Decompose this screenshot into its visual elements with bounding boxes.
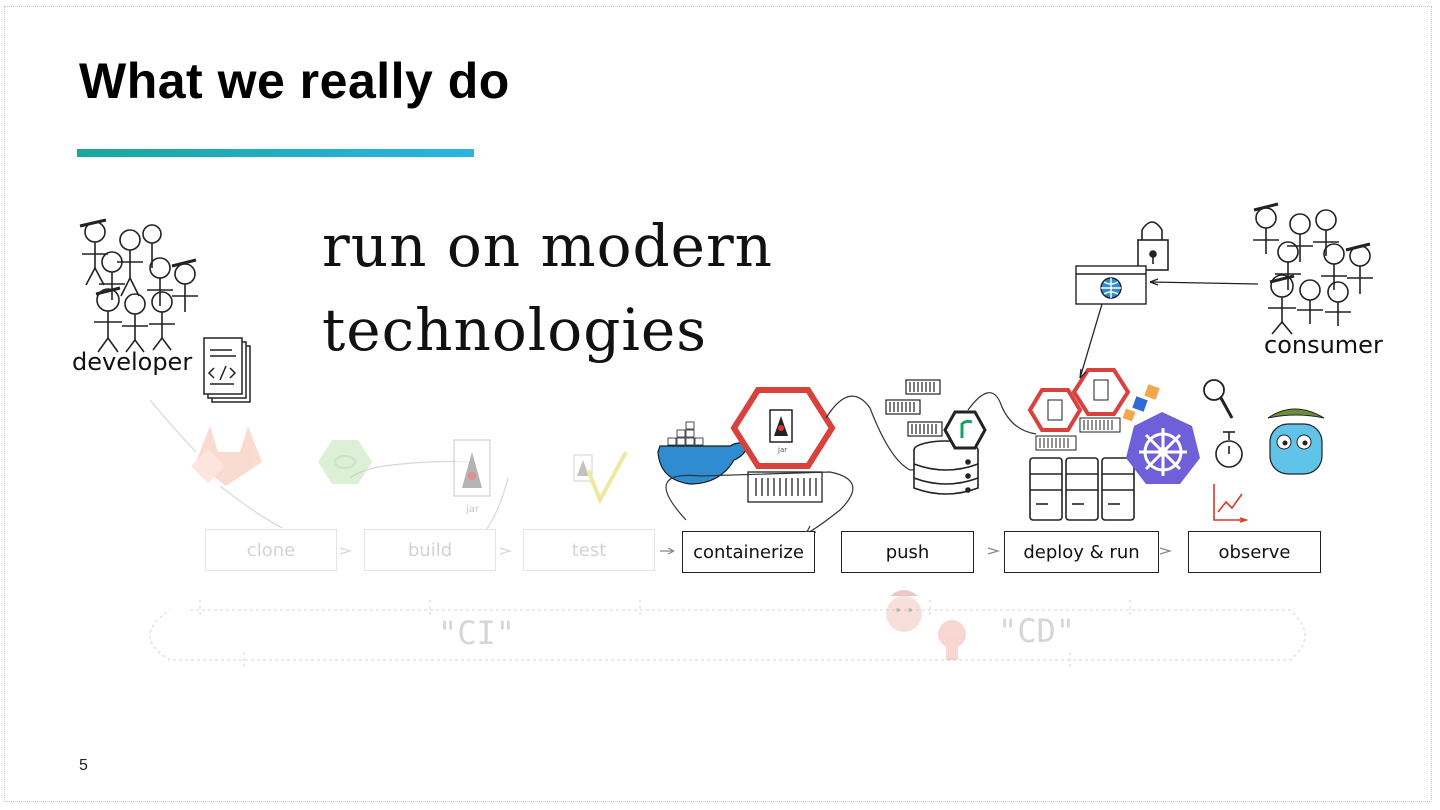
headline-line-1: run on modern bbox=[322, 212, 774, 280]
slide-title: What we really do bbox=[79, 53, 510, 109]
developer-crowd-icon bbox=[79, 218, 198, 353]
step-observe: observe bbox=[1188, 531, 1321, 573]
gitlab-icon bbox=[191, 426, 262, 486]
step-deploy-and-run-label: deploy & run bbox=[1023, 541, 1140, 563]
deploy-tool-icon bbox=[1122, 384, 1160, 422]
magnifier-icon bbox=[1203, 379, 1234, 419]
image-layers-icon bbox=[747, 471, 823, 503]
slide-frame bbox=[4, 6, 1432, 802]
kubernetes-icon bbox=[1126, 412, 1200, 484]
headline: run on modern technologies bbox=[322, 204, 773, 372]
metrics-chart-icon bbox=[1213, 484, 1249, 523]
cd-phase-label: "CD" bbox=[998, 612, 1076, 650]
container-image-hexagon-icon: jar bbox=[730, 387, 836, 469]
docker-whale-icon bbox=[657, 421, 749, 485]
servers-icon bbox=[1029, 457, 1135, 521]
lock-icon bbox=[1137, 221, 1169, 271]
stopwatch-icon bbox=[1215, 431, 1243, 468]
jenkins-icon bbox=[886, 590, 922, 632]
page-number: 5 bbox=[79, 757, 88, 774]
step-test-label: test bbox=[571, 539, 607, 561]
push-arrow bbox=[967, 392, 1037, 435]
faded-ci-flow bbox=[149, 399, 1173, 555]
cd-tool-icon bbox=[938, 620, 966, 660]
step-clone-label: clone bbox=[246, 539, 296, 561]
step-build: build bbox=[364, 529, 496, 571]
headline-line-2: technologies bbox=[322, 296, 707, 364]
registry-database-icon bbox=[913, 440, 979, 495]
step-containerize: containerize bbox=[682, 531, 815, 573]
step-push: push bbox=[841, 531, 974, 573]
consumer-crowd-icon bbox=[1253, 202, 1373, 335]
registry-logo-icon bbox=[943, 410, 987, 450]
step-deploy-and-run: deploy & run bbox=[1004, 531, 1159, 573]
title-underline bbox=[77, 149, 474, 157]
step-clone: clone bbox=[205, 529, 337, 571]
developer-label: developer bbox=[72, 348, 193, 376]
jar-label: jar bbox=[465, 504, 480, 515]
svg-text:jar: jar bbox=[777, 446, 787, 454]
step-containerize-label: containerize bbox=[693, 541, 804, 563]
ci-cd-loop bbox=[149, 600, 1306, 670]
running-container-hexagons-icon bbox=[1027, 368, 1131, 451]
gopher-mascot-icon bbox=[1267, 408, 1325, 475]
ci-phase-label: "CI" bbox=[438, 614, 516, 652]
browser-window-icon bbox=[1075, 265, 1147, 305]
jar-duke-icon: jar bbox=[453, 439, 491, 515]
step-build-label: build bbox=[407, 539, 453, 561]
registry-layers-icon bbox=[885, 379, 943, 437]
request-arrows bbox=[1079, 278, 1259, 379]
step-test: test bbox=[523, 529, 655, 571]
step-push-label: push bbox=[885, 541, 930, 563]
consumer-label: consumer bbox=[1264, 331, 1383, 359]
build-tool-icon bbox=[318, 440, 372, 484]
test-check-icon bbox=[573, 451, 628, 505]
source-code-document-icon bbox=[203, 337, 251, 403]
step-observe-label: observe bbox=[1218, 541, 1291, 563]
